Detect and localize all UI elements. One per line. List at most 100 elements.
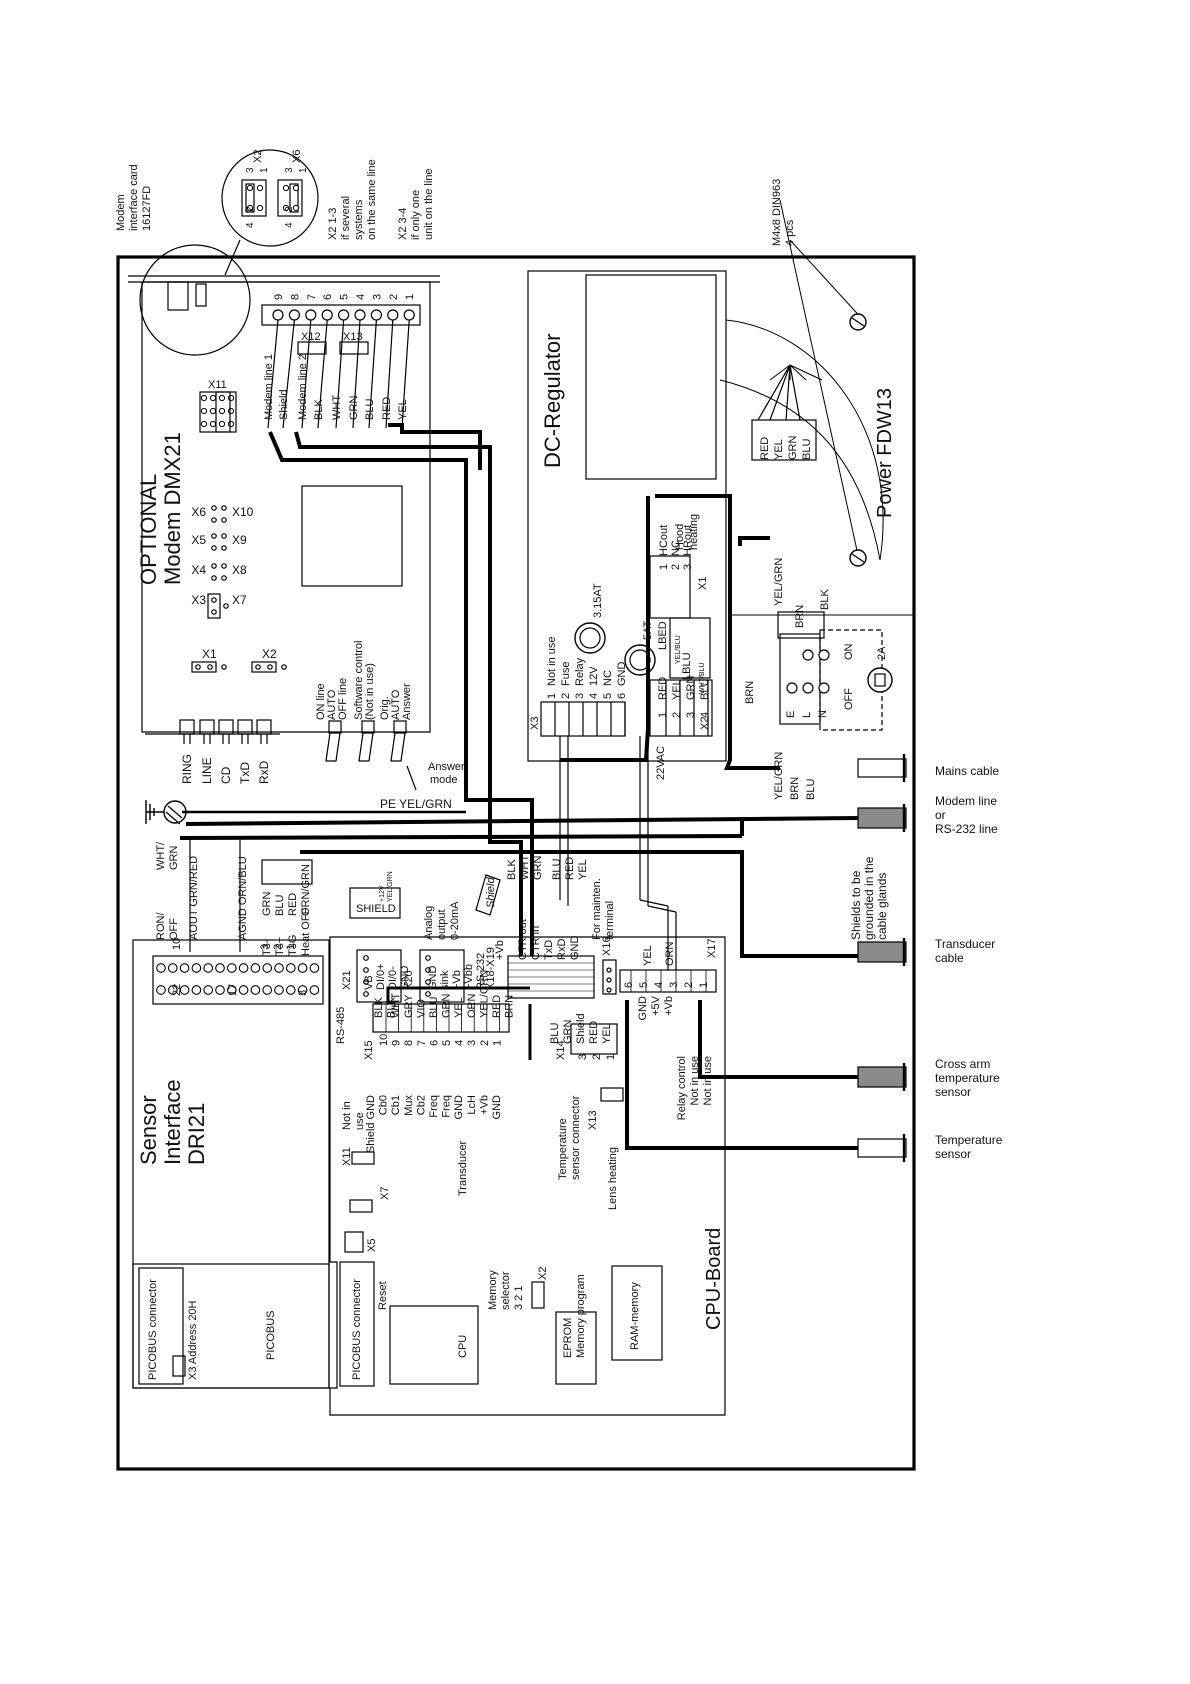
- cpu-chip-label: CPU: [457, 1335, 469, 1358]
- sensor-terminal: [191, 985, 202, 995]
- x11-pin: [227, 407, 235, 415]
- x3-pin-number: 1: [546, 693, 558, 699]
- x1-pin-name: NC: [670, 540, 682, 556]
- modem-board-outline: [141, 281, 431, 733]
- x15-pin-number: 2: [479, 1040, 491, 1046]
- x15-label: X15: [363, 1040, 375, 1060]
- screw-leader: [779, 199, 859, 556]
- toggle-lever: [358, 732, 374, 762]
- x11-label: X11: [341, 1147, 353, 1166]
- shields-note: cable glands: [875, 873, 889, 940]
- x3-pin-number: 3: [574, 693, 586, 699]
- dip-dot: [221, 517, 227, 523]
- x2-note-several: if several: [340, 196, 352, 240]
- x21-pin: [363, 967, 369, 973]
- sensor-terminal: [297, 963, 308, 973]
- sensor-pin-number: 17: [227, 984, 239, 996]
- x15-pin-number: 7: [416, 1040, 428, 1046]
- power-wire-color: BLU: [801, 439, 813, 460]
- cable-entry-label: sensor: [935, 1085, 971, 1099]
- hood-heating-label: Hood: [674, 524, 686, 550]
- sensor-whtgrn-label: GRN: [168, 846, 180, 871]
- screw-label: M4x8 DIN963: [771, 179, 783, 246]
- x15-pin-number: 5: [441, 1040, 453, 1046]
- dc-x1-label: X1: [697, 577, 709, 590]
- answer-leader: [406, 765, 417, 791]
- x5-label: X5: [366, 1239, 378, 1252]
- x20-pin: [425, 991, 431, 997]
- x20-label: X20: [403, 970, 415, 990]
- x2-wire-color: YEL: [671, 679, 683, 700]
- x11-pin: [200, 407, 208, 415]
- led-label: RING: [180, 754, 194, 784]
- x21-pin: [363, 955, 369, 961]
- inset-x2-jumper: [241, 179, 267, 217]
- power-switch-on: ON: [843, 643, 855, 660]
- pin: [255, 664, 261, 670]
- x3-jumper: [207, 593, 221, 619]
- cpu-picobus-connector: [339, 1261, 375, 1387]
- picobus-jumper: [172, 1355, 186, 1377]
- x14-wire-color: YEL: [601, 1023, 613, 1044]
- inset-pin: [246, 184, 254, 192]
- sensor-terminal: [215, 963, 225, 973]
- modem-thin-wire: [368, 319, 377, 429]
- dc-regulator-chip: [585, 274, 717, 480]
- modem-wire-label: RED: [381, 397, 393, 420]
- inset-pin-label: 4: [245, 222, 256, 228]
- x16-pin: [606, 967, 612, 973]
- power-fuse-cap: [874, 673, 886, 687]
- sensor-terminal: [285, 985, 296, 995]
- modem-title: Modem DMX21: [160, 432, 185, 585]
- x2-pin-number: 1: [657, 712, 669, 718]
- modem-terminal-number: 9: [273, 294, 285, 300]
- inset-x6-label: X6: [291, 150, 303, 163]
- dip-left-label: X5: [191, 533, 206, 547]
- picobus-connector-box: [138, 1267, 184, 1385]
- x15-wire-color: ORN: [466, 994, 478, 1019]
- x3-pin-number: 2: [560, 693, 572, 699]
- picobus-area: [132, 1263, 330, 1389]
- inset-x6-jumper: [277, 179, 303, 217]
- x11-pin: [227, 420, 235, 428]
- x14-pin-number: 2: [591, 1054, 603, 1060]
- switch-software-label: (Not in use): [364, 663, 376, 720]
- inset-pin-label: 1: [259, 167, 270, 173]
- x15-pin-number: 10: [378, 1034, 390, 1046]
- power-wire: [789, 364, 823, 381]
- x2-note-one: unit on the line: [423, 168, 435, 240]
- power-wire-tags: [751, 419, 817, 461]
- x15-wire-color: WHT: [390, 993, 402, 1018]
- brn-label: BRN: [744, 681, 756, 704]
- x15-pin-name: Cb0: [378, 1095, 390, 1115]
- x14-pin-number: 3: [577, 1054, 589, 1060]
- x2-note-one: X2 3-4: [397, 208, 409, 240]
- x1-pin-name: HRout: [682, 525, 694, 556]
- x3-pin-name: Not in use: [546, 636, 558, 686]
- shield-wire-label: GRN: [532, 856, 544, 881]
- wire-temp-sensor: [625, 1000, 858, 1150]
- reset-label: Reset: [377, 1281, 389, 1310]
- power-wire: [785, 364, 791, 421]
- x17-pin-number: 3: [668, 982, 680, 988]
- x20-pin: [425, 955, 431, 961]
- dip-dot: [211, 575, 217, 581]
- shield-power-tag: +12V: [379, 885, 386, 902]
- x12-label: X12: [301, 331, 321, 343]
- sensor-terminal: [262, 985, 273, 995]
- modem-card-slot: [167, 281, 189, 311]
- x20-pin-label: +Vb: [451, 970, 463, 990]
- x3-pin-name: Fuse: [560, 662, 572, 686]
- cable-entry-label: Transducer: [935, 937, 995, 951]
- x2-wire-color: GRN: [685, 676, 697, 701]
- x3-pin-name: NC: [602, 670, 614, 686]
- sensor-terminal: [250, 963, 261, 973]
- inset-pin-label: 2: [245, 206, 256, 212]
- sensor-terminal: [250, 985, 261, 995]
- cable-entry-label: Temperature: [935, 1133, 1003, 1147]
- x11-pin: [209, 420, 217, 428]
- sensor-pin-number: 1: [285, 944, 297, 950]
- sensor-terminal: [226, 963, 237, 973]
- shield-tag-outline: [475, 874, 501, 916]
